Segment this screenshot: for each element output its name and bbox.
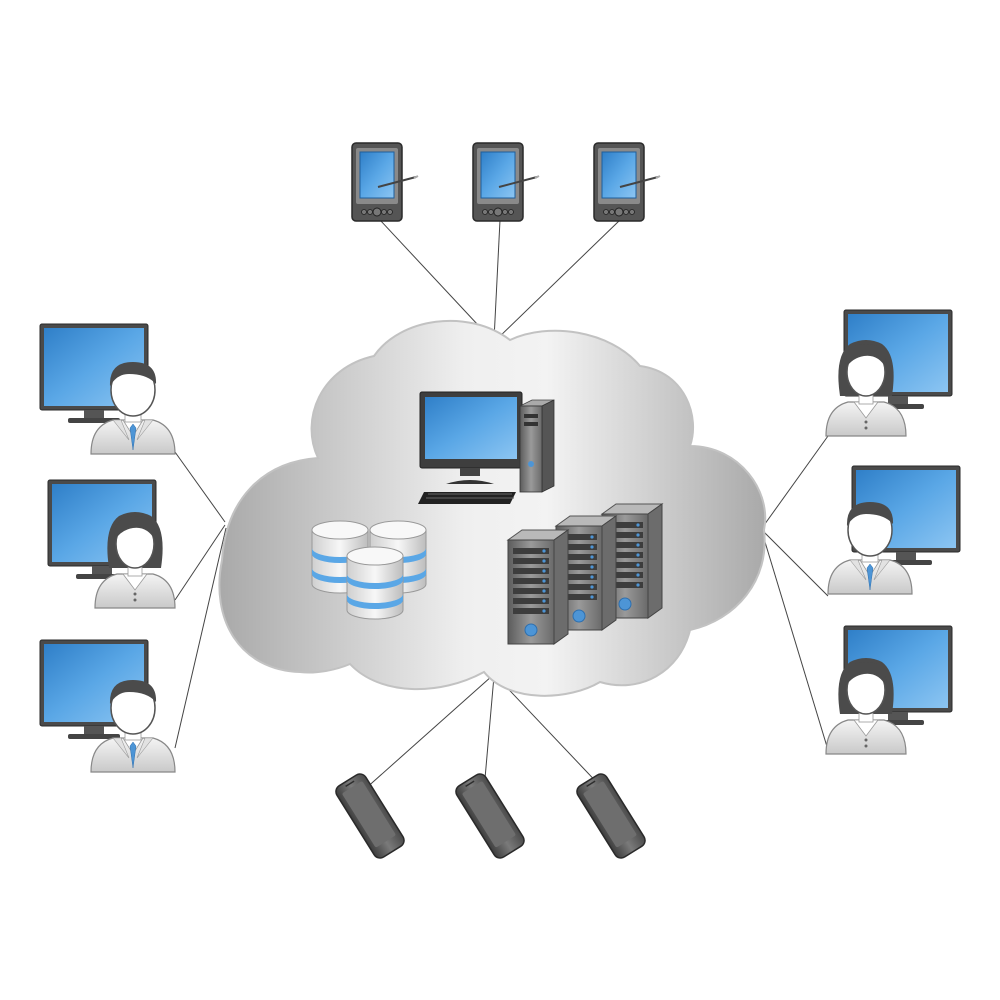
connector-pda-1	[379, 219, 493, 341]
users-right	[825, 309, 961, 755]
connector-user-right-2	[761, 529, 829, 597]
cloud	[218, 319, 767, 697]
connector-user-left-2	[174, 524, 226, 601]
connector-pda-3	[495, 219, 621, 341]
pda-devices	[351, 142, 661, 222]
pda-stylus-icon	[351, 142, 419, 222]
connector-phone-1	[363, 675, 493, 791]
user-workstation-icon	[39, 323, 176, 455]
connector-phone-2	[483, 675, 495, 791]
connector-user-right-3	[761, 531, 829, 751]
connector-phone-3	[495, 675, 605, 791]
user-workstation-icon	[39, 639, 176, 773]
pda-stylus-icon	[593, 142, 661, 222]
user-workstation-icon	[827, 465, 961, 595]
smartphones	[332, 770, 649, 862]
pda-stylus-icon	[472, 142, 540, 222]
smartphone-icon	[332, 770, 408, 862]
user-workstation-icon	[825, 625, 953, 755]
smartphone-icon	[573, 770, 649, 862]
user-workstation-icon	[825, 309, 953, 437]
desktop-computer-icon	[418, 391, 555, 504]
smartphone-icon	[452, 770, 528, 862]
connector-pda-2	[493, 219, 501, 341]
user-workstation-icon	[47, 479, 176, 609]
connector-user-left-1	[174, 451, 226, 523]
connector-user-left-3	[174, 527, 227, 749]
connector-user-right-1	[761, 435, 829, 529]
connectors	[174, 219, 829, 791]
users-left	[39, 323, 176, 773]
